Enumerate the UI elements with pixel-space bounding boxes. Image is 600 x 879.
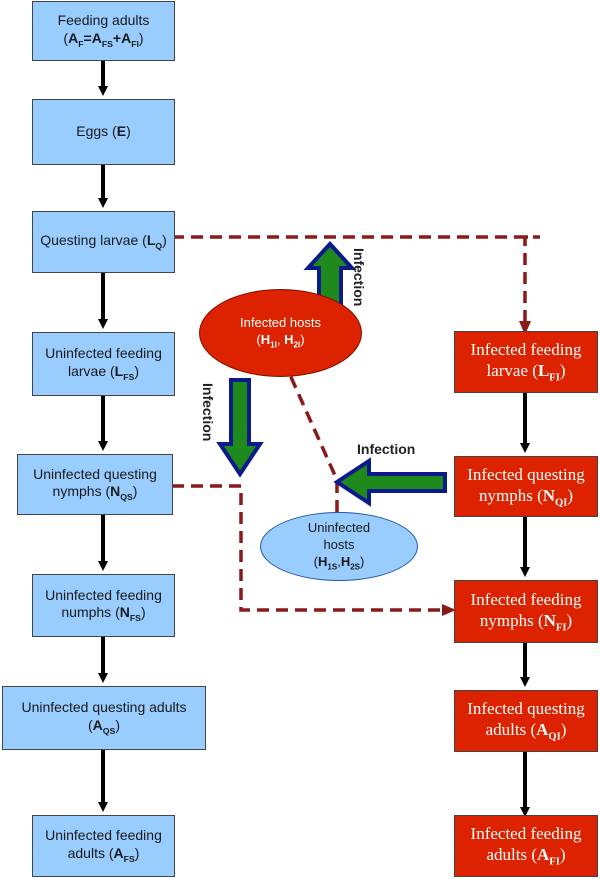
box-uninfected-feeding-numphs: Uninfected feeding numphs (NFS) <box>32 574 175 637</box>
box-line2: larvae (LFI) <box>486 361 566 384</box>
box-uninfected-feeding-adults: Uninfected feeding adults (AFS) <box>32 815 175 877</box>
box-infected-feeding-larvae: Infected feeding larvae (LFI) <box>454 331 598 393</box>
box-line1: Uninfected questing <box>33 465 157 482</box>
ellipse-line1: Uninfected <box>307 520 371 536</box>
box-line2: numphs (NFS) <box>61 604 146 624</box>
box-line2: adults (AFS) <box>67 844 140 864</box>
box-line1: Uninfected questing adults <box>21 699 187 716</box>
box-eggs: Eggs (E) <box>32 99 175 165</box>
dashed-questing-larvae-to-infected-feeding-larvae <box>172 235 540 335</box>
box-line2: larvae (LFS) <box>67 362 139 382</box>
box-infected-feeding-adults: Infected feeding adults (AFI) <box>454 815 598 877</box>
ellipse-line1: Infected hosts <box>240 315 321 331</box>
box-line2: nymphs (NQI) <box>479 485 573 509</box>
ellipse-infected-hosts: Infected hosts (H1I, H2I) <box>199 289 362 377</box>
box-infected-questing-nymphs: Infected questing nymphs (NQI) <box>454 456 598 517</box>
box-line2: (AF=AFS+AFI) <box>63 29 144 49</box>
box-line1: Infected feeding <box>470 589 582 609</box>
box-line2: nymphs (NFI) <box>479 610 573 634</box>
label-infection-left: Infection <box>200 383 216 442</box>
box-line1: Uninfected feeding <box>45 345 162 362</box>
box-line2: (AQS) <box>88 716 120 736</box>
label-infection-right: Infection <box>357 441 416 457</box>
box-line2: nymphs (NQS) <box>52 483 138 503</box>
green-arrow-up-infection <box>303 241 357 307</box>
box-feeding-adults: Feeding adults (AF=AFS+AFI) <box>32 1 175 61</box>
green-arrow-left-infection <box>333 457 447 507</box>
dashed-questing-nymphs-to-infected-feeding-nymphs <box>172 484 456 616</box>
box-line1: Uninfected feeding <box>45 827 162 844</box>
green-arrow-down-infection <box>216 378 264 478</box>
box-infected-feeding-nymphs: Infected feeding nymphs (NFI) <box>454 580 598 643</box>
dashed-uninfected-hosts-to-infected-hosts <box>279 350 339 512</box>
box-line2: Questing larvae (LQ) <box>40 232 167 251</box>
label-infection-top: Infection <box>351 248 367 307</box>
box-line2: adults (AFI) <box>486 845 566 868</box>
box-line2: Eggs (E) <box>76 123 131 140</box>
box-line1: Infected questing <box>467 699 585 719</box>
ellipse-line2: hosts <box>323 536 355 552</box>
box-line1: Infected feeding <box>470 340 582 360</box>
box-line2: adults (AQI) <box>485 720 567 743</box>
ellipse-line3: (H1S,H2S) <box>313 553 365 572</box>
box-infected-questing-adults: Infected questing adults (AQI) <box>454 690 598 752</box>
box-line1: Infected questing <box>467 464 585 484</box>
box-questing-larvae: Questing larvae (LQ) <box>32 211 175 273</box>
ellipse-line2: (H1I, H2I) <box>256 331 305 350</box>
box-line1: Feeding adults <box>57 12 150 29</box>
box-uninfected-feeding-larvae: Uninfected feeding larvae (LFS) <box>32 332 175 396</box>
box-line1: Infected feeding <box>470 824 582 844</box>
ellipse-uninfected-hosts: Uninfected hosts (H1S,H2S) <box>260 512 418 581</box>
box-uninfected-questing-adults: Uninfected questing adults (AQS) <box>2 686 206 750</box>
box-uninfected-questing-nymphs: Uninfected questing nymphs (NQS) <box>17 454 173 515</box>
box-line1: Uninfected feeding <box>45 586 162 603</box>
